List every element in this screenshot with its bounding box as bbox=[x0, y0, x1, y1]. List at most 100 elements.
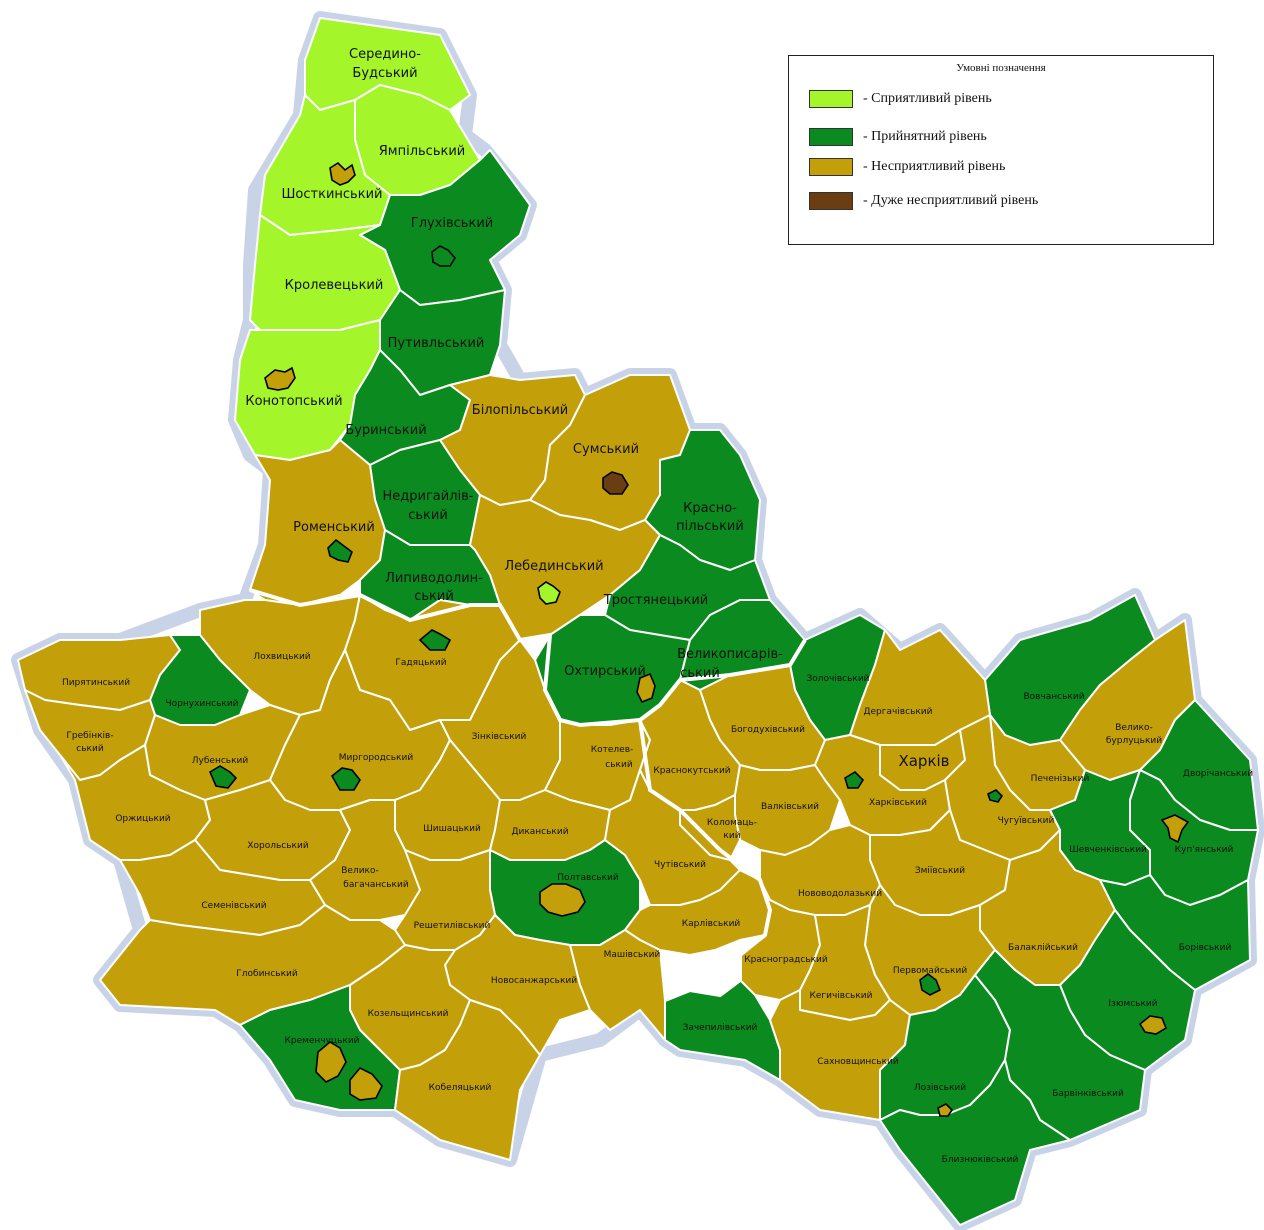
label-semenivskyi: Семенівський bbox=[201, 901, 266, 911]
region-barvinkivskyi[interactable] bbox=[974, 949, 1146, 1141]
city-lubny-marker[interactable] bbox=[208, 765, 238, 789]
legend-label-very-unfavorable: - Дуже несприятливий рівень bbox=[863, 193, 1039, 208]
label-krasnokutskyi: Краснокутський bbox=[653, 766, 730, 776]
label-balakliiskyi: Балаклійський bbox=[1008, 943, 1078, 953]
label-kehychivskyi: Кегичівський bbox=[809, 991, 872, 1001]
legend-item-favorable: - Сприятливий рівень bbox=[809, 90, 992, 108]
city-pervomaiskyi-marker[interactable] bbox=[919, 973, 942, 996]
city-chuhuiv-marker[interactable] bbox=[987, 789, 1004, 803]
city-poltava-marker[interactable] bbox=[539, 883, 586, 917]
label-pervomaiskyi: Первомайський bbox=[893, 966, 968, 976]
label-zachepylivskyi: Зачепилівський bbox=[683, 1023, 758, 1033]
legend-swatch-acceptable bbox=[809, 128, 853, 146]
city-lozova-marker[interactable] bbox=[937, 1103, 954, 1117]
legend-title: Умовні позначення bbox=[956, 62, 1046, 74]
label-hrebinkivskyi-2: ський bbox=[76, 744, 104, 754]
city-shostka-marker[interactable] bbox=[329, 161, 356, 186]
label-seredyno-budskyi-1: Середино- bbox=[349, 47, 421, 62]
legend-item-acceptable: - Прийнятний рівень bbox=[809, 128, 987, 146]
city-hadiach-marker[interactable] bbox=[418, 629, 452, 651]
city-sumy-marker[interactable] bbox=[602, 471, 629, 495]
label-krasnopilskyi-1: Красно- bbox=[683, 501, 737, 516]
label-shyshatskyi: Шишацький bbox=[423, 824, 481, 834]
label-zinkivskyi: Зінківський bbox=[472, 732, 527, 742]
label-orzhytskyi: Оржицький bbox=[115, 814, 170, 824]
label-chutivskyi: Чутівський bbox=[654, 860, 706, 870]
legend-label-acceptable: - Прийнятний рівень bbox=[863, 129, 987, 144]
label-bohodukhivskyi: Богодухівський bbox=[731, 725, 805, 735]
label-kharkiv: Харків bbox=[898, 752, 949, 770]
label-kupianskyi: Куп'янський bbox=[1175, 845, 1234, 855]
label-trostianetskyi: Тростянецький bbox=[603, 593, 708, 608]
city-liubotyn-marker[interactable] bbox=[844, 770, 865, 789]
label-mashivskyi: Машівський bbox=[604, 950, 661, 960]
label-putyvlskyi: Путивльський bbox=[388, 336, 485, 351]
legend-item-very-unfavorable: - Дуже несприятливий рівень bbox=[809, 192, 1038, 210]
region-mashivskyi[interactable] bbox=[569, 929, 666, 1041]
label-kolomatskyi-2: кий bbox=[723, 831, 740, 841]
city-izium-marker[interactable] bbox=[1138, 1015, 1167, 1035]
label-nedryhailivskyi-1: Недригайлів- bbox=[383, 489, 474, 504]
legend-label-unfavorable: - Несприятливий рівень bbox=[863, 159, 1006, 174]
label-kotelevskyi-2: ський bbox=[605, 760, 633, 770]
label-seredyno-budskyi-2: Будський bbox=[352, 66, 417, 81]
label-chornukhynskyi: Чорнухинський bbox=[165, 699, 238, 709]
label-zmiivskyi: Зміївський bbox=[915, 866, 965, 876]
label-sumskyi: Сумський bbox=[573, 442, 639, 457]
oblast-border-sumy-poltava bbox=[249, 588, 641, 728]
label-velykoburlutskyi-1: Велико- bbox=[1115, 723, 1153, 733]
city-horishni-plavni-marker[interactable] bbox=[349, 1067, 383, 1101]
legend-swatch-favorable bbox=[809, 90, 853, 108]
label-chuhuivskyi: Чугуївський bbox=[998, 816, 1055, 826]
label-lokhvytskyi: Лохвицький bbox=[253, 652, 310, 662]
label-blyzniukivskyi: Близнюківський bbox=[942, 1155, 1019, 1165]
label-velykoburlutskyi-2: бурлуцький bbox=[1106, 736, 1162, 746]
label-kozelshchynskyi: Козельщинський bbox=[368, 1009, 449, 1019]
label-hlukhivskyi: Глухівський bbox=[411, 216, 493, 231]
label-hadiatskyi: Гадяцький bbox=[395, 658, 446, 668]
city-romny-marker[interactable] bbox=[327, 538, 353, 563]
label-kotelevskyi-1: Котелев- bbox=[591, 745, 634, 755]
city-kupiansk-marker[interactable] bbox=[1160, 814, 1190, 844]
label-okhtyrskyi: Охтирський bbox=[564, 664, 646, 679]
label-lypovodolynskyi-1: Липиводолин- bbox=[385, 571, 483, 586]
label-iziumskyi: Ізюмський bbox=[1108, 999, 1157, 1009]
district-labels: Середино- Будський Ямпільський Шосткинсь… bbox=[62, 47, 1253, 1165]
label-krasnohradskyi: Красноградський bbox=[744, 955, 828, 965]
label-hlobynskyi: Глобинський bbox=[236, 969, 298, 979]
city-kremenchuk-marker[interactable] bbox=[315, 1041, 347, 1083]
label-dykanskyi: Диканський bbox=[511, 827, 568, 837]
label-novovodolazkyi: Нововодолазький bbox=[798, 889, 882, 899]
label-krolevetskyi: Кролевецький bbox=[285, 278, 384, 293]
label-sakhnovshchynskyi: Сахновщинський bbox=[817, 1057, 899, 1067]
region-blyzniukivskyi[interactable] bbox=[879, 1059, 1071, 1226]
label-reshetylivskyi: Решетилівський bbox=[414, 921, 491, 931]
city-konotop-marker[interactable] bbox=[264, 366, 296, 391]
region-kolomatskyi[interactable] bbox=[679, 794, 741, 861]
city-lebedyn-marker[interactable] bbox=[537, 581, 561, 605]
oblast-border-sumy-kharkiv bbox=[638, 638, 807, 722]
label-kremenchutskyi: Кременчуцький bbox=[284, 1036, 359, 1046]
legend-swatch-very-unfavorable bbox=[809, 192, 853, 210]
label-derhachivskyi: Дергачівський bbox=[863, 707, 932, 717]
city-okhtyrka-marker[interactable] bbox=[636, 672, 656, 704]
label-vovchanskyi: Вовчанський bbox=[1023, 692, 1084, 702]
label-nedryhailivskyi-2: ський bbox=[408, 508, 448, 523]
label-myrhorodskyi: Миргородський bbox=[339, 753, 414, 763]
label-yampilskyi: Ямпільський bbox=[379, 144, 465, 159]
city-hlukhiv-marker[interactable] bbox=[431, 245, 456, 267]
legend-item-unfavorable: - Несприятливий рівень bbox=[809, 158, 1005, 176]
city-myrhorod-marker[interactable] bbox=[330, 767, 361, 791]
region-kobeliatskyi[interactable] bbox=[394, 999, 541, 1161]
label-barvinkivskyi: Барвінківський bbox=[1052, 1089, 1124, 1099]
legend-box: Умовні позначення - Сприятливий рівень -… bbox=[788, 55, 1214, 245]
label-lozivskyi: Лозівський bbox=[914, 1083, 966, 1093]
legend-label-favorable: - Сприятливий рівень bbox=[863, 91, 992, 106]
label-shostkynskyi: Шосткинський bbox=[282, 187, 383, 202]
label-konotopskyi: Конотопський bbox=[245, 394, 342, 409]
label-dvorichanskyi: Дворічанський bbox=[1183, 769, 1253, 779]
label-zolochivskyi: Золочівський bbox=[806, 674, 869, 684]
label-pyriatynskyi: Пирятинський bbox=[62, 678, 130, 688]
